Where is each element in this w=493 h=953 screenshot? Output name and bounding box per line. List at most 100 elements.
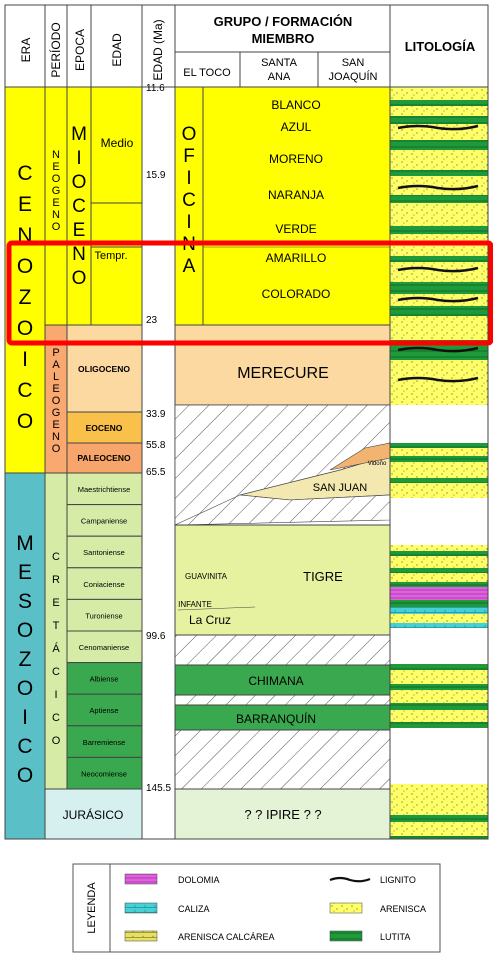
lithology-layer — [390, 600, 488, 607]
member-label: COLORADO — [262, 287, 331, 301]
legend-label-caliza: CALIZA — [178, 904, 210, 914]
era-cenozoico-letter: I — [22, 348, 28, 371]
cretaceous-age-label: Turoniense — [85, 611, 122, 620]
formation-guavinita-label: GUAVINITA — [185, 572, 228, 581]
lithology-layer — [390, 483, 488, 498]
lithology-layer — [390, 203, 488, 226]
lithology-layer — [390, 176, 488, 195]
lithology-layer — [390, 478, 488, 483]
lithology-layer — [390, 703, 488, 710]
formation-oficina-letter: I — [186, 168, 191, 189]
period-jurasico-label: JURÁSICO — [63, 807, 124, 822]
legend-label-arenisca-calcarea: ARENISCA CALCÁREA — [178, 932, 275, 942]
lithology-layer — [390, 195, 488, 203]
cretaceous-age-label: Santoniense — [83, 548, 125, 557]
member-label: AZUL — [281, 120, 312, 134]
period-paleogeno-letter: E — [52, 383, 59, 395]
cretaceous-ages: MaestrichtienseCampanienseSantonienseCon… — [67, 473, 142, 789]
lithology-layer — [390, 628, 488, 664]
cretaceous-age-label: Albiense — [90, 675, 119, 684]
cretaceous-age-label: Coniaciense — [83, 580, 124, 589]
ma-label: 33.9 — [146, 409, 166, 420]
cretaceous-age-label: Cenomaniense — [79, 643, 129, 652]
period-cretacico-letter: O — [52, 735, 61, 747]
header-san-joaquin-1: SAN — [342, 57, 365, 69]
ma-label: 55.8 — [146, 440, 166, 451]
lithology-layer — [390, 722, 488, 728]
lithology-layer — [390, 106, 488, 116]
lithology-layer — [390, 664, 488, 670]
period-cretacico-label: CRETÁCICO — [52, 551, 61, 747]
lithology-layer — [390, 556, 488, 568]
lithology-layer — [390, 587, 488, 600]
legend-title: LEYENDA — [86, 882, 98, 934]
formation-chimana-label: CHIMANA — [248, 674, 303, 688]
period-paleogeno-letter: L — [53, 371, 59, 383]
header-litologia: LITOLOGÍA — [405, 39, 476, 54]
header-edad: EDAD — [110, 33, 124, 67]
legend-label-arenisca: ARENISCA — [380, 904, 426, 914]
lithology-layer — [390, 390, 488, 405]
cretaceous-age-label: Campaniense — [81, 517, 127, 526]
lithology-layer — [390, 582, 488, 587]
lithology-layer — [390, 822, 488, 836]
era-mesozoico-letter: O — [17, 619, 33, 642]
formation-barranquin-label: BARRANQUÍN — [236, 711, 316, 726]
lithology-layer — [390, 316, 488, 340]
lithology-layer — [390, 684, 488, 690]
legend-swatch-arenisca — [330, 903, 362, 913]
lithology-layer — [390, 87, 488, 100]
header-santa-ana-1: SANTA — [261, 57, 298, 69]
formation-tigre-label: TIGRE — [303, 569, 343, 584]
unconformity-lower — [175, 730, 390, 789]
era-mesozoico-letter: S — [18, 590, 32, 613]
lithology-layer — [390, 443, 488, 448]
period-neogeno-letter: E — [52, 161, 59, 173]
period-paleogeno-letter: N — [52, 431, 60, 443]
legend-label-dolomia: DOLOMIA — [178, 875, 220, 885]
ma-label: 99.6 — [146, 631, 166, 642]
header-grupo: GRUPO / FORMACIÓN — [214, 14, 353, 29]
lithology-layer — [390, 140, 488, 150]
lithology-column — [390, 87, 488, 839]
lithology-layer — [390, 784, 488, 815]
period-paleogeno-letter: E — [52, 419, 59, 431]
period-neogeno-letter: O — [52, 221, 61, 233]
legend-swatch-dolomia — [125, 874, 157, 884]
epoch-mioceno-letter: N — [72, 244, 86, 265]
header-santa-ana-2: ANA — [268, 71, 291, 83]
period-cretacico-letter: C — [52, 551, 60, 563]
period-cretacico-letter: E — [52, 597, 59, 609]
formation-oficina-letter: A — [183, 256, 196, 277]
lithology-layer — [390, 623, 488, 628]
legend-label-lignito: LIGNITO — [380, 875, 416, 885]
lithology-layer — [390, 728, 488, 784]
lithology-layer — [390, 498, 488, 545]
lithology-layer — [390, 573, 488, 582]
lithology-layer — [390, 405, 488, 443]
era-mesozoico-letter: E — [18, 561, 32, 584]
lithology-layer — [390, 226, 488, 234]
era-mesozoico-label: MESOZOICO — [16, 532, 34, 787]
ma-label: 15.9 — [146, 170, 166, 181]
lithology-layer — [390, 670, 488, 684]
period-neogeno-letter: N — [52, 149, 60, 161]
header-miembro: MIEMBRO — [252, 31, 315, 46]
formation-oficina-letter: O — [182, 124, 197, 145]
cretaceous-age-label: Barremiense — [83, 738, 126, 747]
period-neogeno-letter: N — [52, 209, 60, 221]
era-mesozoico-letter: Z — [19, 648, 32, 671]
epoch-mioceno-letter: O — [72, 268, 87, 289]
legend-swatch-caliza — [125, 903, 157, 913]
formation-san-juan-label: SAN JUAN — [313, 482, 367, 494]
era-cenozoico-letter: O — [17, 255, 33, 278]
lithology-layer — [390, 456, 488, 462]
legend-label-lutita: LUTITA — [380, 932, 410, 942]
cretaceous-age-label: Maestrichtiense — [78, 485, 131, 494]
age-medio-cell — [91, 87, 142, 247]
period-cretacico-letter: T — [53, 620, 60, 632]
formation-vidono-label: Vidoño — [368, 461, 387, 467]
era-cenozoico-letter: Z — [19, 286, 32, 309]
lithology-layer — [390, 262, 488, 282]
period-neogeno-letter: O — [52, 173, 61, 185]
